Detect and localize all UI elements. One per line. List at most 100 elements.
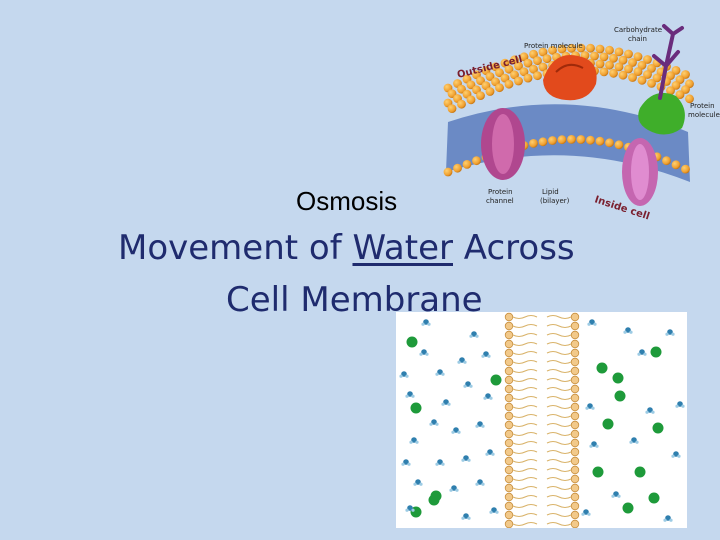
solute-particle — [648, 492, 660, 504]
water-molecule — [461, 513, 471, 520]
bilayer-head — [504, 438, 514, 448]
water-molecule — [413, 479, 423, 486]
lipid-head — [624, 49, 633, 59]
water-molecule — [475, 479, 485, 486]
bilayer-head — [504, 492, 514, 502]
bilayer-head — [504, 474, 514, 484]
lipid-head — [618, 70, 628, 80]
lipid-head — [609, 68, 618, 78]
bilayer-tail — [512, 350, 538, 356]
lipid-head — [538, 137, 548, 147]
lipid-head — [633, 67, 643, 76]
bilayer-tail — [512, 485, 538, 491]
water-molecule — [585, 403, 595, 410]
bilayer-tail — [512, 422, 538, 428]
water-molecule — [589, 441, 599, 448]
lipid-head — [599, 67, 609, 77]
bilayer-tail — [512, 359, 538, 365]
bilayer-head — [504, 510, 514, 520]
bilayer-head — [504, 357, 514, 367]
bilayer-head — [504, 375, 514, 385]
lipid-head — [643, 70, 652, 79]
solute-particle — [428, 494, 440, 506]
lipid-head — [576, 43, 586, 53]
protein-molecule-label: Protein molecule — [524, 42, 583, 50]
protein-channel-label-2: channel — [486, 197, 514, 205]
bilayer-head — [570, 465, 580, 475]
lipid-head — [595, 44, 605, 54]
bilayer-tail — [546, 494, 572, 500]
bilayer-tail — [546, 368, 572, 374]
water-molecule — [449, 485, 459, 492]
lipid-head — [576, 135, 586, 144]
water-molecule — [665, 329, 675, 336]
lipid-head — [476, 91, 485, 100]
bilayer-tail — [512, 440, 538, 446]
bilayer-tail — [512, 404, 538, 410]
lipid-head — [671, 160, 681, 170]
lipid-head — [538, 62, 548, 72]
protein-channel-left-inner — [492, 114, 514, 174]
bilayer-tail — [512, 413, 538, 419]
bilayer-head — [570, 474, 580, 484]
lipid-head — [586, 43, 595, 53]
lipid-head — [447, 104, 457, 113]
lipid-head — [628, 58, 637, 67]
bilayer-tail — [512, 314, 538, 320]
slide-title: Osmosis — [296, 186, 398, 216]
bilayer-tail — [512, 449, 538, 455]
lipid-head — [586, 135, 595, 145]
bilayer-tail — [546, 467, 572, 473]
bilayer-tail — [512, 386, 538, 392]
lipid-head — [485, 87, 495, 96]
bilayer-head — [570, 393, 580, 403]
lipid-head — [595, 136, 605, 146]
solute-particle — [652, 422, 664, 434]
lipid-head — [666, 86, 675, 95]
water-molecule — [581, 509, 591, 516]
protein-molecule-green — [638, 92, 685, 135]
bilayer-head — [504, 501, 514, 511]
lipid-head — [462, 160, 472, 169]
bilayer-head — [504, 429, 514, 439]
carbohydrate-chain-label-2: chain — [628, 35, 647, 43]
bilayer-tail — [546, 413, 572, 419]
bilayer-tail — [546, 386, 572, 392]
lipid-head — [633, 52, 643, 61]
slide-subtitle-line-1: Movement of Water Across — [118, 228, 575, 268]
lipid-head — [637, 75, 647, 85]
lipid-head — [485, 72, 495, 81]
lipid-head — [662, 156, 671, 166]
bilayer-head — [570, 501, 580, 511]
lipid-head — [628, 73, 637, 82]
bilayer-head — [504, 348, 514, 358]
lipid-head — [514, 61, 523, 71]
lipid-head — [548, 136, 557, 145]
water-molecule — [629, 437, 639, 444]
water-molecule — [675, 401, 685, 408]
lipid-head — [557, 135, 567, 145]
lipid-bilayer-label-2: (bilayer) — [540, 197, 570, 205]
carbohydrate-chain-label-1: Carbohydrate — [614, 26, 662, 34]
bilayer-head — [504, 447, 514, 457]
bilayer-head — [570, 456, 580, 466]
bilayer-tail — [546, 323, 572, 329]
lipid-head — [514, 76, 523, 86]
lipid-head — [529, 64, 538, 74]
bilayer-head — [570, 429, 580, 439]
bilayer-tail — [512, 467, 538, 473]
water-molecule — [469, 331, 479, 338]
water-molecule — [399, 371, 409, 378]
lipid-head — [529, 49, 538, 59]
bilayer-tail — [512, 377, 538, 383]
bilayer-head — [504, 483, 514, 493]
lipid-head — [599, 52, 609, 62]
lipid-head — [523, 73, 533, 83]
bilayer-head — [504, 366, 514, 376]
lipid-head — [685, 94, 694, 104]
bilayer-tail — [512, 431, 538, 437]
bilayer-tail — [546, 431, 572, 437]
subtitle-underlined-word: Water — [352, 228, 453, 268]
bilayer-tail — [546, 332, 572, 338]
